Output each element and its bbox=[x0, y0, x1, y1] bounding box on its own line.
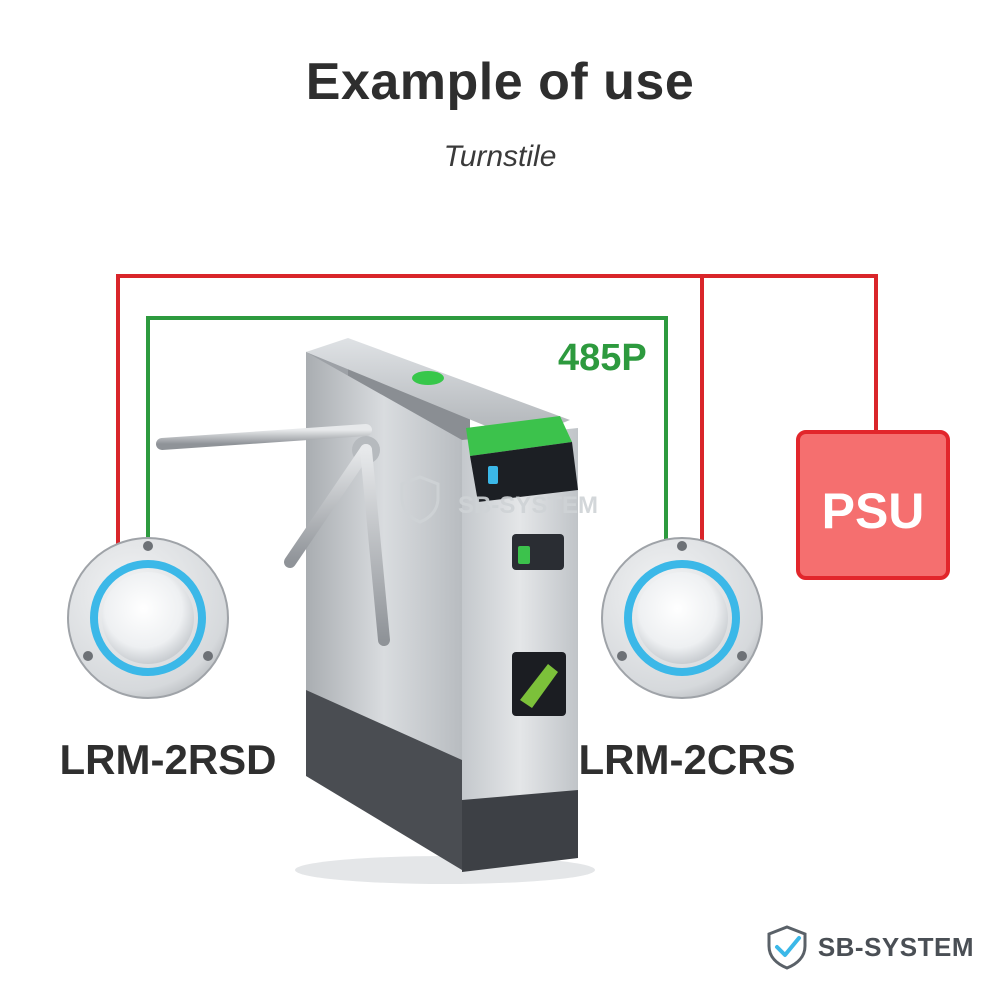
card-reader-indicator bbox=[518, 546, 530, 564]
power-wiring bbox=[116, 274, 878, 548]
reader-left-screw-right bbox=[203, 651, 213, 661]
reader-right bbox=[601, 537, 763, 699]
turnstile-base bbox=[306, 690, 462, 870]
reader-left-dome bbox=[102, 572, 194, 664]
bus-line bbox=[146, 316, 668, 548]
page-subtitle: Turnstile bbox=[443, 140, 557, 173]
status-lamp bbox=[412, 371, 444, 385]
top-display bbox=[470, 442, 578, 502]
turnstile bbox=[156, 338, 595, 884]
power-supply: PSU bbox=[796, 430, 950, 580]
reader-right-dome bbox=[636, 572, 728, 664]
watermark-shield-icon bbox=[400, 475, 440, 524]
display-card-icon bbox=[488, 466, 498, 484]
power-line-left bbox=[116, 274, 878, 548]
reader-left-screw-top bbox=[143, 541, 153, 551]
reader-right-screw-right bbox=[737, 651, 747, 661]
reader-right-screw-top bbox=[677, 541, 687, 551]
reader-left-screw-left bbox=[83, 651, 93, 661]
psu-label: PSU bbox=[822, 483, 925, 539]
watermark: SB-SYSTEM bbox=[400, 475, 598, 524]
shield-check-icon bbox=[767, 925, 807, 970]
reader-left-ring bbox=[90, 560, 206, 676]
reader-right-label: LRM-2CRS bbox=[579, 736, 796, 783]
brand-name: SB-SYSTEM bbox=[817, 931, 974, 962]
reader-right-screw-left bbox=[617, 651, 627, 661]
page-title: Example of use bbox=[305, 53, 695, 111]
psu-box bbox=[796, 430, 950, 580]
direction-arrow-icon bbox=[520, 664, 558, 708]
turnstile-arm-2 bbox=[284, 444, 372, 568]
turnstile-top bbox=[306, 338, 570, 440]
turnstile-arm-3 bbox=[360, 444, 390, 646]
bus-label: 485P bbox=[558, 337, 647, 379]
reader-right-ring bbox=[624, 560, 740, 676]
turnstile-base-front bbox=[462, 790, 578, 872]
bus-wiring bbox=[146, 316, 668, 548]
turnstile-arm-1 bbox=[156, 424, 372, 450]
watermark-text: SB-SYSTEM bbox=[458, 492, 598, 519]
reader-left bbox=[67, 537, 229, 699]
brand-logo: SB-SYSTEM bbox=[764, 924, 974, 970]
top-display-green bbox=[466, 416, 572, 456]
reader-left-label: LRM-2RSD bbox=[60, 736, 277, 783]
